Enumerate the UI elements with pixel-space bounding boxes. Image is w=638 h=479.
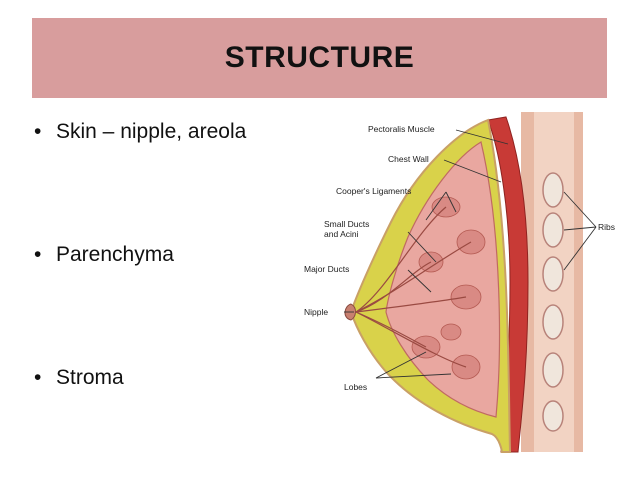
- bullet-dot: •: [34, 120, 42, 143]
- rib-4: [542, 304, 564, 340]
- rib-3: [542, 256, 564, 292]
- rib-6: [542, 400, 564, 432]
- bullet-item-parenchyma: • Parenchyma: [34, 243, 304, 267]
- label-pectoralis-muscle: Pectoralis Muscle: [368, 124, 435, 134]
- label-small-ducts-line2: and Acini: [324, 229, 359, 239]
- label-lobes: Lobes: [344, 382, 367, 392]
- bullet-dot: •: [34, 243, 42, 266]
- label-coopers-ligaments: Cooper's Ligaments: [336, 186, 411, 196]
- title-bar: STRUCTURE: [32, 18, 607, 98]
- rib-1: [542, 172, 564, 208]
- label-major-ducts: Major Ducts: [304, 264, 349, 274]
- label-nipple: Nipple: [304, 307, 328, 317]
- bullet-text: Parenchyma: [56, 243, 174, 266]
- label-ribs: Ribs: [598, 222, 615, 232]
- lobe: [440, 323, 462, 341]
- bullet-item-stroma: • Stroma: [34, 366, 304, 390]
- ducts-group: [355, 206, 472, 368]
- duct: [355, 261, 432, 313]
- bullet-text: Stroma: [56, 366, 124, 389]
- slide-title: STRUCTURE: [224, 41, 415, 74]
- duct: [355, 296, 467, 313]
- label-small-ducts-line1: Small Ducts: [324, 219, 369, 229]
- rib-2: [542, 212, 564, 248]
- leader-lines: [344, 129, 597, 379]
- rib-5: [542, 352, 564, 388]
- anatomy-svg: Pectoralis Muscle Chest Wall Cooper's Li…: [304, 112, 615, 453]
- breast-anatomy-diagram: Pectoralis Muscle Chest Wall Cooper's Li…: [296, 112, 638, 467]
- bullet-text: Skin – nipple, areola: [56, 120, 247, 143]
- duct: [355, 311, 467, 368]
- bullet-dot: •: [34, 366, 42, 389]
- ribs-group: [542, 172, 564, 432]
- duct: [355, 206, 447, 313]
- bullet-item-skin: • Skin – nipple, areola: [34, 120, 304, 144]
- label-chest-wall: Chest Wall: [388, 154, 429, 164]
